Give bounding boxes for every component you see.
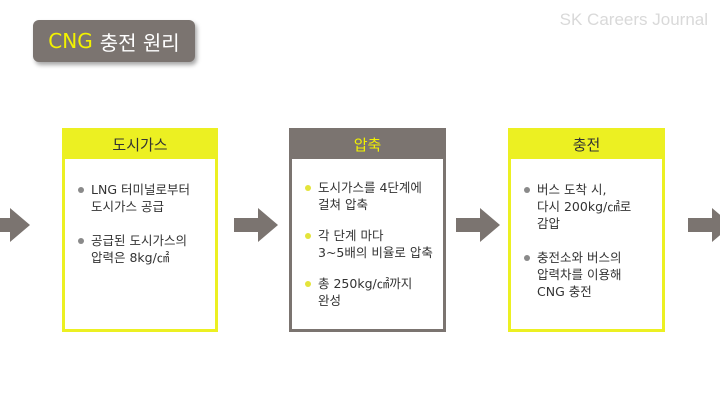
list-item: 공급된 도시가스의 압력은 8kg/㎠ — [77, 232, 205, 266]
step-compression: 압축 도시가스를 4단계에 걸쳐 압축 각 단계 마다 3~5배의 비율로 압축… — [289, 128, 446, 332]
list-item: 버스 도착 시, 다시 200kg/㎠로 감압 — [523, 181, 652, 232]
arrow-right-icon — [456, 208, 500, 242]
list-item: LNG 터미널로부터 도시가스 공급 — [77, 181, 205, 215]
list-item: 도시가스를 4단계에 걸쳐 압축 — [304, 179, 433, 213]
step-heading: 도시가스 — [64, 130, 216, 159]
list-item: 총 250kg/㎠까지 완성 — [304, 275, 433, 309]
watermark: SK Careers Journal — [559, 10, 708, 29]
title-text: 충전 원리 — [99, 30, 180, 55]
arrow-right-icon — [0, 208, 30, 242]
bullet-icon — [78, 187, 84, 193]
step-heading: 압축 — [291, 130, 444, 159]
step-bullets: 버스 도착 시, 다시 200kg/㎠로 감압 충전소와 버스의 압력차를 이용… — [511, 159, 662, 300]
step-city-gas: 도시가스 LNG 터미널로부터 도시가스 공급 공급된 도시가스의 압력은 8k… — [62, 128, 218, 332]
bullet-icon — [305, 281, 311, 287]
step-bullets: 도시가스를 4단계에 걸쳐 압축 각 단계 마다 3~5배의 비율로 압축 총 … — [292, 159, 443, 309]
bullet-icon — [524, 187, 530, 193]
bullet-icon — [78, 238, 84, 244]
bullet-icon — [305, 185, 311, 191]
arrow-right-icon — [234, 208, 278, 242]
title-accent: CNG — [48, 29, 93, 53]
page-title: CNG 충전 원리 — [33, 20, 195, 62]
step-bullets: LNG 터미널로부터 도시가스 공급 공급된 도시가스의 압력은 8kg/㎠ — [65, 159, 215, 266]
step-heading: 충전 — [510, 130, 663, 159]
arrow-right-icon — [688, 208, 720, 242]
bullet-icon — [524, 255, 530, 261]
bullet-icon — [305, 233, 311, 239]
list-item: 각 단계 마다 3~5배의 비율로 압축 — [304, 227, 433, 261]
list-item: 충전소와 버스의 압력차를 이용해 CNG 충전 — [523, 249, 652, 300]
step-charging: 충전 버스 도착 시, 다시 200kg/㎠로 감압 충전소와 버스의 압력차를… — [508, 128, 665, 332]
